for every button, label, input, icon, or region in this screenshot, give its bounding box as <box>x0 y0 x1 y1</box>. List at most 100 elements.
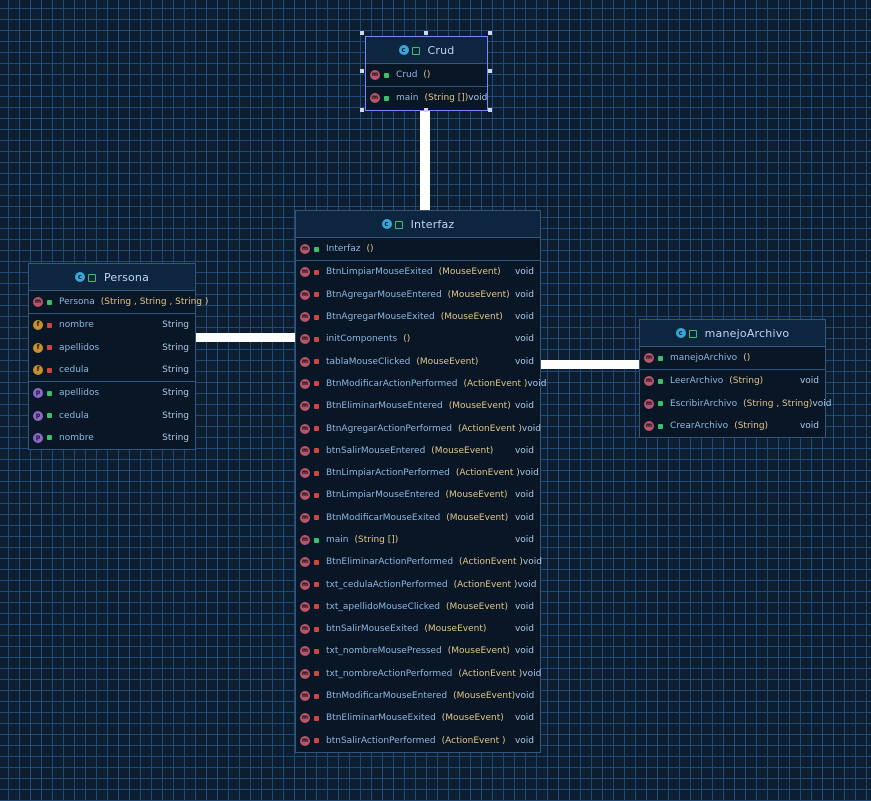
class-icon: c <box>74 272 85 282</box>
private-visibility-icon <box>314 715 319 721</box>
selection-handle[interactable] <box>360 108 364 112</box>
method-icon: m <box>300 468 310 479</box>
member-type: void <box>514 512 534 523</box>
method-icon: m <box>300 289 310 300</box>
member-name: BtnLimpiarMouseEntered <box>326 490 440 501</box>
member-type: void <box>521 423 541 434</box>
private-visibility-icon <box>314 448 319 454</box>
selection-handle[interactable] <box>488 69 492 73</box>
public-visibility-icon <box>658 355 663 361</box>
member-name: txt_nombreActionPerformed <box>326 668 453 679</box>
member-type: void <box>514 401 534 412</box>
member-name: Interfaz <box>326 244 361 255</box>
member-name: BtnAgregarMouseEntered <box>326 289 442 300</box>
member-name: cedula <box>59 410 89 421</box>
selection-handle[interactable] <box>424 31 428 35</box>
selection-handle[interactable] <box>424 108 428 112</box>
selection-handle[interactable] <box>360 69 364 73</box>
member-type: void <box>514 334 534 345</box>
member-name: txt_apellidoMouseClicked <box>326 601 440 612</box>
member-type: void <box>514 312 534 323</box>
private-visibility-icon <box>314 515 319 521</box>
member-params: (String []) <box>354 535 399 545</box>
method-icon: m <box>300 735 310 746</box>
member-name: apellidos <box>59 342 100 353</box>
member-name: BtnModificarMouseEntered <box>326 691 448 702</box>
public-visibility-icon <box>384 95 389 101</box>
selection-handle[interactable] <box>488 108 492 112</box>
selection-handle[interactable] <box>488 31 492 35</box>
private-visibility-icon <box>314 470 319 476</box>
public-visibility-icon <box>384 72 389 78</box>
private-visibility-icon <box>314 269 319 275</box>
member-name: apellidos <box>59 388 100 399</box>
member-type: void <box>514 535 534 545</box>
member-params: (String) <box>729 376 764 387</box>
method-icon: m <box>644 421 654 432</box>
member-type: void <box>514 356 534 367</box>
member-type: void <box>527 378 547 389</box>
method-icon: m <box>644 376 654 387</box>
selection-handle[interactable] <box>360 31 364 35</box>
method-icon: m <box>300 601 310 612</box>
method-icon: m <box>300 334 310 345</box>
public-visibility-icon <box>314 246 319 252</box>
member-name: BtnModificarActionPerformed <box>326 378 458 389</box>
member-name: initComponents <box>326 334 398 345</box>
member-params: (String , String , String ) <box>100 297 209 308</box>
method-icon: m <box>300 490 310 501</box>
private-visibility-icon <box>314 336 319 342</box>
public-visibility-icon <box>658 423 663 429</box>
method-icon: m <box>300 312 310 323</box>
member-params: (MouseEvent) <box>431 445 494 456</box>
method-icon: m <box>300 267 310 278</box>
member-params: (MouseEvent) <box>446 512 509 523</box>
